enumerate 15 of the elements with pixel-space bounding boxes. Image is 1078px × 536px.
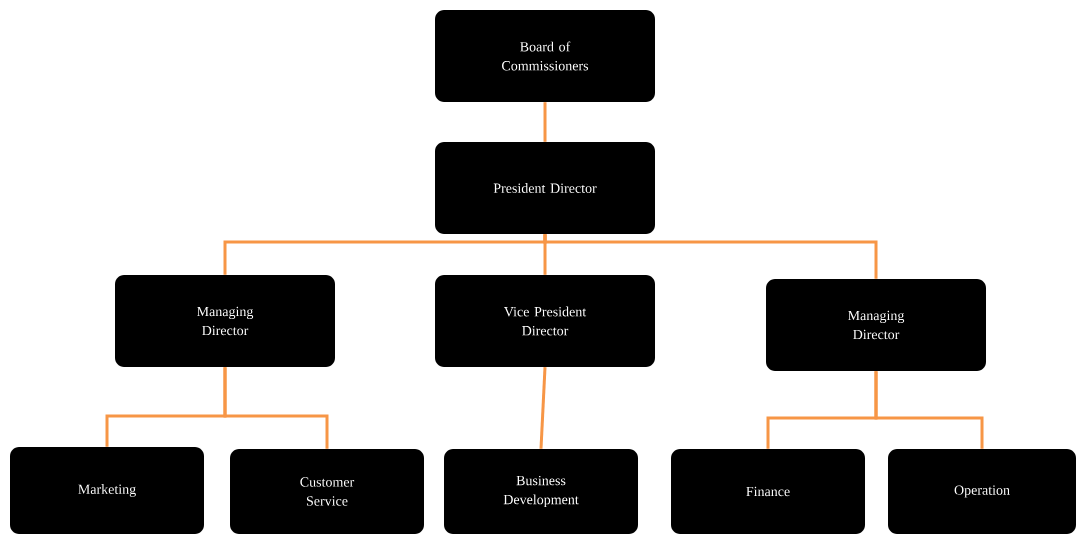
connector-line [539, 367, 547, 449]
org-box: Board of Commissioners [435, 10, 655, 102]
org-box: Marketing [10, 447, 204, 534]
org-box: Finance [671, 449, 865, 534]
org-box: President Director [435, 142, 655, 234]
connector-line [543, 102, 547, 142]
org-box: Vice President Director [435, 275, 655, 367]
org-box: Managing Director [115, 275, 335, 367]
org-box: Managing Director [766, 279, 986, 371]
org-box: Business Development [444, 449, 638, 534]
org-box: Operation [888, 449, 1076, 534]
connector-line [874, 371, 984, 449]
connector-line [223, 367, 329, 449]
connector-line [543, 234, 878, 279]
org-box: Customer Service [230, 449, 424, 534]
